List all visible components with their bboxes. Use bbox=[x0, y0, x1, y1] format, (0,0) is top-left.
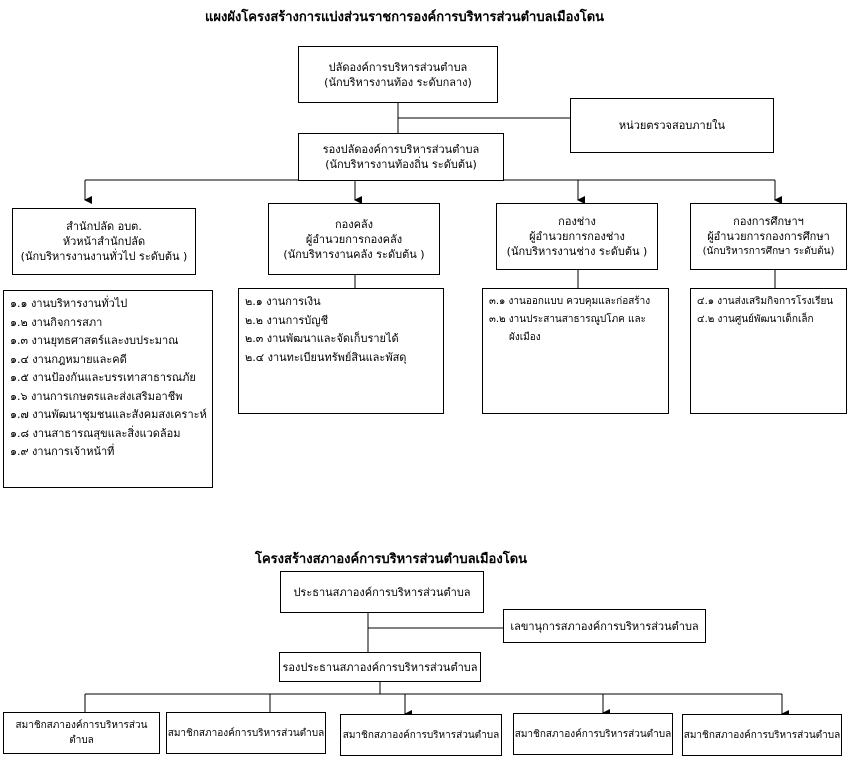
division-head-education: กองการศึกษาฯ ผู้อำนวยการกองการศึกษา (นัก… bbox=[690, 203, 847, 270]
division-director: ผู้อำนวยการกองการศึกษา bbox=[707, 230, 830, 243]
council-secretary-label: เลขานุการสภาองค์การบริหารส่วนตำบล bbox=[510, 619, 699, 633]
chief-title: ปลัดองค์การบริหารส่วนตำบล bbox=[328, 60, 468, 74]
task-item: ๑.๒ งานกิจการสภา bbox=[10, 315, 103, 329]
council-member-label: สมาชิกสภาองค์การบริหารส่วนตำบล bbox=[683, 729, 841, 741]
division-head-office: สำนักปลัด อบต. หัวหน้าสำนักปลัด (นักบริห… bbox=[12, 208, 196, 275]
internal-audit-label: หน่วยตรวจสอบภายใน bbox=[618, 119, 726, 132]
task-item: ๔.๑ งานส่งเสริมกิจการโรงเรียน bbox=[697, 296, 834, 307]
division-level: (นักบริหารงานคลัง ระดับต้น ) bbox=[283, 247, 425, 261]
division-director: หัวหน้าสำนักปลัด bbox=[62, 235, 146, 248]
task-item: ๓.๑ งานออกแบบ ควบคุมและก่อสร้าง bbox=[489, 296, 651, 307]
division-name: กองช่าง bbox=[558, 215, 596, 228]
council-member-label: สมาชิกสภาองค์การบริหารส่วนตำบล bbox=[514, 728, 672, 740]
task-item: ๒.๒ งานการบัญชี bbox=[245, 313, 329, 327]
council-member-box: สมาชิกสภาองค์การบริหารส่วนตำบล bbox=[682, 714, 842, 756]
internal-audit-box: หน่วยตรวจสอบภายใน bbox=[570, 98, 774, 153]
division-level: (นักบริหารงานช่าง ระดับต้น ) bbox=[506, 245, 648, 258]
division-tasks-office: ๑.๑ งานบริหารงานทั่วไป ๑.๒ งานกิจการสภา … bbox=[3, 290, 213, 488]
division-tasks-engineering: ๓.๑ งานออกแบบ ควบคุมและก่อสร้าง ๓.๒ งานป… bbox=[482, 288, 669, 414]
council-member-label: สมาชิกสภาองค์การบริหารส่วนตำบล bbox=[167, 727, 325, 739]
council-member-label: สมาชิกสภาองค์การบริหารส่วนตำบล bbox=[15, 720, 148, 746]
division-tasks-finance: ๒.๑ งานการเงิน ๒.๒ งานการบัญชี ๒.๓ งานพั… bbox=[238, 288, 444, 414]
council-vice-president-label: รองประธานสภาองค์การบริหารส่วนตำบล bbox=[282, 660, 478, 674]
task-item: ๔.๒ งานศูนย์พัฒนาเด็กเล็ก bbox=[697, 314, 814, 325]
council-member-box: สมาชิกสภาองค์การบริหารส่วนตำบล bbox=[3, 712, 160, 754]
council-member-box: สมาชิกสภาองค์การบริหารส่วนตำบล bbox=[340, 714, 502, 756]
deputy-level: (นักบริหารงานท้องถิ่น ระดับต้น) bbox=[325, 158, 477, 171]
council-chart-title: โครงสร้างสภาองค์การบริหารส่วนตำบลเมืองโด… bbox=[255, 552, 528, 567]
council-president-label: ประธานสภาองค์การบริหารส่วนตำบล bbox=[293, 585, 471, 599]
task-item: ๑.๔ งานกฎหมายและคดี bbox=[10, 352, 127, 366]
task-item: ๑.๑ งานบริหารงานทั่วไป bbox=[10, 297, 128, 310]
chief-level: (นักบริหารงานท้อง ระดับกลาง) bbox=[324, 75, 472, 89]
division-director: ผู้อำนวยการกองคลัง bbox=[305, 232, 403, 246]
task-item: ๒.๔ งานทะเบียนทรัพย์สินและพัสดุ bbox=[245, 350, 407, 364]
task-item: ๓.๒ งานประสานสาธารณูปโภค และ bbox=[489, 314, 646, 325]
admin-chart-title: แผงผังโครงสร้างการแบ่งส่วนราชการองค์การบ… bbox=[205, 10, 605, 25]
chief-box: ปลัดองค์การบริหารส่วนตำบล (นักบริหารงานท… bbox=[298, 46, 498, 103]
deputy-box: รองปลัดองค์การบริหารส่วนตำบล (นักบริหารง… bbox=[298, 133, 504, 181]
task-item: ๑.๕ งานป้องกันและบรรเทาสาธารณภัย bbox=[10, 371, 196, 384]
council-secretary-box: เลขานุการสภาองค์การบริหารส่วนตำบล bbox=[503, 609, 706, 643]
division-head-engineering: กองช่าง ผู้อำนวยการกองช่าง (นักบริหารงาน… bbox=[496, 203, 658, 270]
council-member-box: สมาชิกสภาองค์การบริหารส่วนตำบล bbox=[166, 712, 326, 754]
task-item: ๒.๑ งานการเงิน bbox=[245, 295, 321, 308]
task-item: ผังเมือง bbox=[509, 332, 541, 343]
division-level: (นักบริหารงานงานทั่วไป ระดับต้น ) bbox=[20, 250, 188, 263]
deputy-title: รองปลัดองค์การบริหารส่วนตำบล bbox=[322, 143, 480, 156]
task-item: ๑.๘ งานสาธารณสุขและสิ่งแวดล้อม bbox=[10, 426, 181, 440]
task-item: ๑.๖ งานการเกษตรและส่งเสริมอาชีพ bbox=[10, 389, 183, 403]
division-level: (นักบริหารการศึกษา ระดับต้น) bbox=[702, 246, 835, 257]
division-head-finance: กองคลัง ผู้อำนวยการกองคลัง (นักบริหารงาน… bbox=[268, 203, 440, 275]
division-name: กองการศึกษาฯ bbox=[733, 215, 804, 228]
council-vice-president-box: รองประธานสภาองค์การบริหารส่วนตำบล bbox=[279, 652, 481, 682]
task-item: ๑.๙ งานการเจ้าหน้าที่ bbox=[10, 445, 115, 458]
council-member-box: สมาชิกสภาองค์การบริหารส่วนตำบล bbox=[513, 713, 673, 755]
task-item: ๒.๓ งานพัฒนาและจัดเก็บรายได้ bbox=[245, 332, 399, 345]
council-president-box: ประธานสภาองค์การบริหารส่วนตำบล bbox=[280, 571, 484, 613]
division-tasks-education: ๔.๑ งานส่งเสริมกิจการโรงเรียน ๔.๒ งานศูน… bbox=[690, 288, 847, 414]
division-name: กองคลัง bbox=[334, 217, 374, 231]
task-item: ๑.๓ งานยุทธศาสตร์และงบประมาณ bbox=[10, 334, 179, 347]
division-director: ผู้อำนวยการกองช่าง bbox=[529, 230, 625, 243]
council-member-label: สมาชิกสภาองค์การบริหารส่วนตำบล bbox=[342, 729, 500, 741]
division-name: สำนักปลัด อบต. bbox=[66, 220, 142, 233]
task-item: ๑.๗ งานพัฒนาชุมชนและสังคมสงเคราะห์ bbox=[10, 408, 207, 421]
